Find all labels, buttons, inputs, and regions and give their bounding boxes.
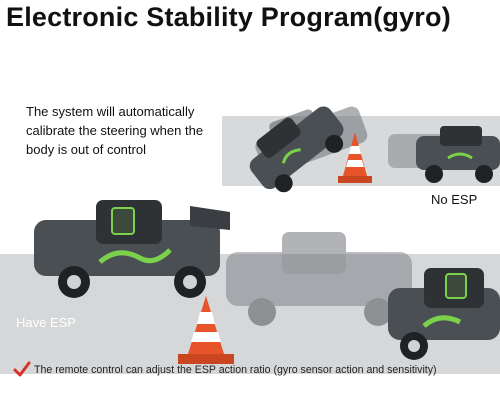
rc-car-icon (249, 106, 368, 193)
check-mark-icon (13, 361, 31, 377)
traffic-cone-icon (178, 296, 234, 364)
have-esp-label: Have ESP (16, 315, 76, 330)
rc-car-icon (226, 232, 412, 326)
rc-car-icon (388, 268, 500, 360)
footer-note: The remote control can adjust the ESP ac… (34, 364, 437, 376)
esp-description: The system will automatically calibrate … (26, 104, 204, 157)
rc-car-icon (388, 126, 500, 183)
no-esp-label: No ESP (431, 192, 478, 207)
rc-car-icon (34, 200, 230, 298)
page-title: Electronic Stability Program(gyro) (6, 2, 451, 32)
traffic-cone-icon (338, 132, 372, 183)
